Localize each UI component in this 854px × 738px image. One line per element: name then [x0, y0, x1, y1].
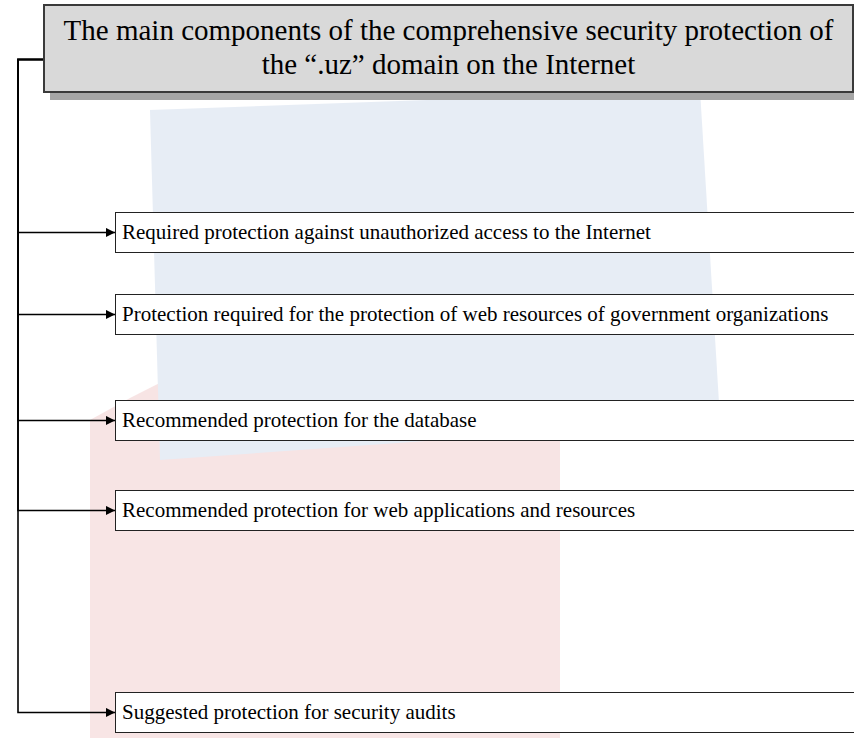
connector-arrow	[18, 59, 115, 510]
title-box: The main components of the comprehensive…	[43, 4, 854, 93]
component-box: Protection required for the protection o…	[115, 294, 854, 335]
component-box: Required protection against unauthorized…	[115, 212, 854, 253]
component-text: Required protection against unauthorized…	[122, 219, 840, 246]
component-text: Protection required for the protection o…	[122, 301, 840, 328]
connector-arrow	[18, 59, 115, 712]
component-box: Recommended protection for web applicati…	[115, 490, 854, 531]
component-text: Recommended protection for the database	[122, 407, 840, 434]
component-text: Recommended protection for web applicati…	[122, 497, 840, 524]
title-text: The main components of the comprehensive…	[59, 13, 838, 81]
component-box: Suggested protection for security audits	[115, 692, 854, 733]
component-box: Recommended protection for the database	[115, 400, 854, 441]
connector-arrow	[18, 59, 115, 420]
connector-arrow	[18, 59, 115, 314]
component-text: Suggested protection for security audits	[122, 699, 840, 726]
